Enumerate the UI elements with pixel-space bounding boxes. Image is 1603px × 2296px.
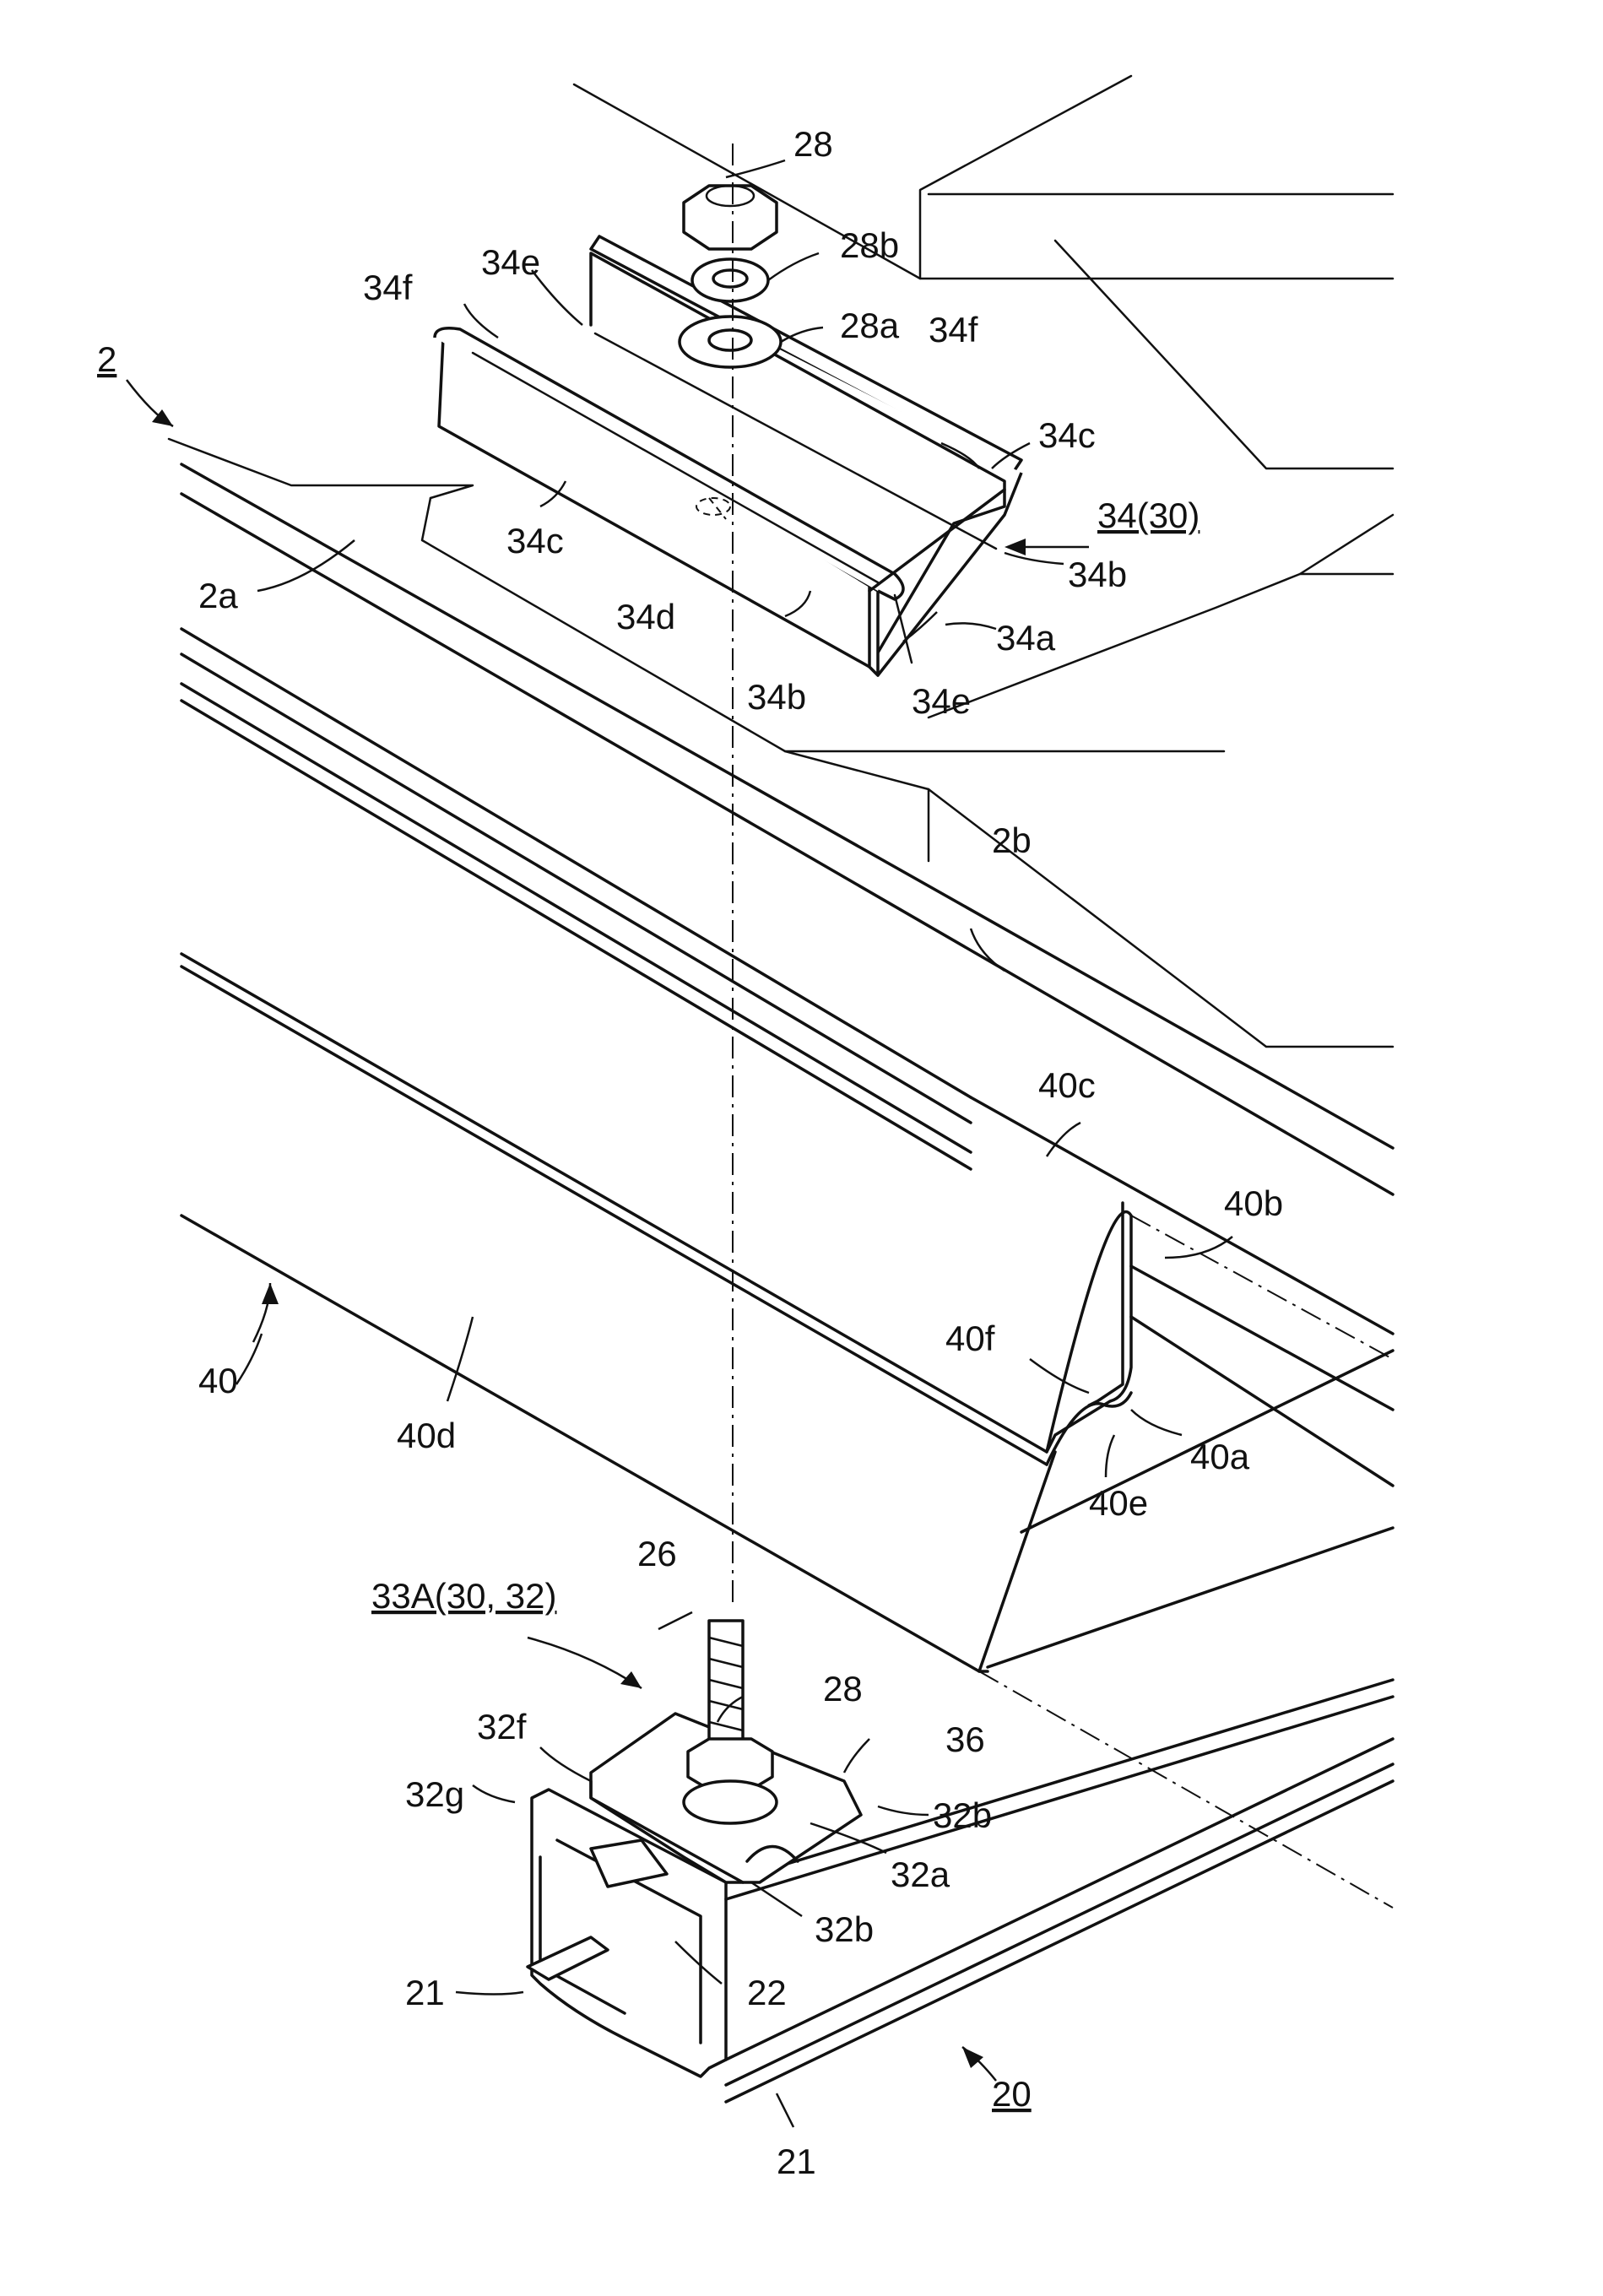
label-notch-32b-bottom: 32b bbox=[815, 1909, 874, 1949]
label-groove-40e: 40e bbox=[1089, 1483, 1148, 1523]
label-notch-32b-right: 32b bbox=[933, 1795, 992, 1835]
label-flange-32f: 32f bbox=[477, 1707, 527, 1746]
panel-frame bbox=[181, 464, 1393, 1334]
label-clamp-33A: 33A(30, 32) bbox=[371, 1576, 556, 1616]
label-wall-34b-bottom: 34b bbox=[747, 677, 806, 717]
label-plate-32a: 32a bbox=[891, 1855, 950, 1894]
label-lip-34c-right: 34c bbox=[1038, 415, 1096, 455]
label-base-34a: 34a bbox=[996, 618, 1056, 658]
nut-28-top bbox=[684, 186, 777, 249]
label-member-40: 40 bbox=[198, 1361, 238, 1400]
label-washer-28b: 28b bbox=[840, 225, 899, 265]
washer-28b bbox=[692, 259, 768, 301]
washer-28a bbox=[680, 317, 781, 367]
label-flange-34f-left: 34f bbox=[363, 268, 413, 307]
label-edge-32g: 32g bbox=[405, 1774, 464, 1814]
label-assembly-2: 2 bbox=[97, 339, 116, 379]
label-bend-40f: 40f bbox=[945, 1319, 995, 1358]
label-bracket-34: 34(30) bbox=[1097, 495, 1200, 535]
label-lip-34c-left: 34c bbox=[506, 521, 564, 560]
label-hole-34d: 34d bbox=[616, 597, 675, 636]
label-panel-2a: 2a bbox=[198, 576, 238, 615]
label-face-40d: 40d bbox=[397, 1416, 456, 1455]
label-rail-groove-21-left: 21 bbox=[405, 1973, 445, 2012]
bolt-26 bbox=[709, 1621, 743, 1756]
label-bolt-26: 26 bbox=[637, 1534, 677, 1573]
label-nut-28-bottom: 28 bbox=[823, 1669, 863, 1708]
label-groove-34e-top: 34e bbox=[481, 242, 540, 282]
label-washer-28a: 28a bbox=[840, 306, 900, 345]
label-groove-34e-bottom: 34e bbox=[912, 681, 971, 721]
label-slot-36: 36 bbox=[945, 1719, 985, 1759]
label-edge-40c: 40c bbox=[1038, 1065, 1096, 1105]
label-rail-channel-22: 22 bbox=[747, 1973, 787, 2012]
nut-28-bottom bbox=[684, 1739, 777, 1823]
label-face-40b: 40b bbox=[1224, 1183, 1283, 1223]
label-rail-groove-21-bottom: 21 bbox=[777, 2142, 816, 2181]
label-base-40a: 40a bbox=[1190, 1437, 1250, 1476]
label-wall-34b-right: 34b bbox=[1068, 555, 1127, 594]
label-nut-28-top: 28 bbox=[793, 124, 833, 164]
label-flange-34f-right: 34f bbox=[929, 310, 978, 349]
label-rail-20: 20 bbox=[992, 2074, 1032, 2114]
label-panel-2b: 2b bbox=[992, 820, 1032, 860]
